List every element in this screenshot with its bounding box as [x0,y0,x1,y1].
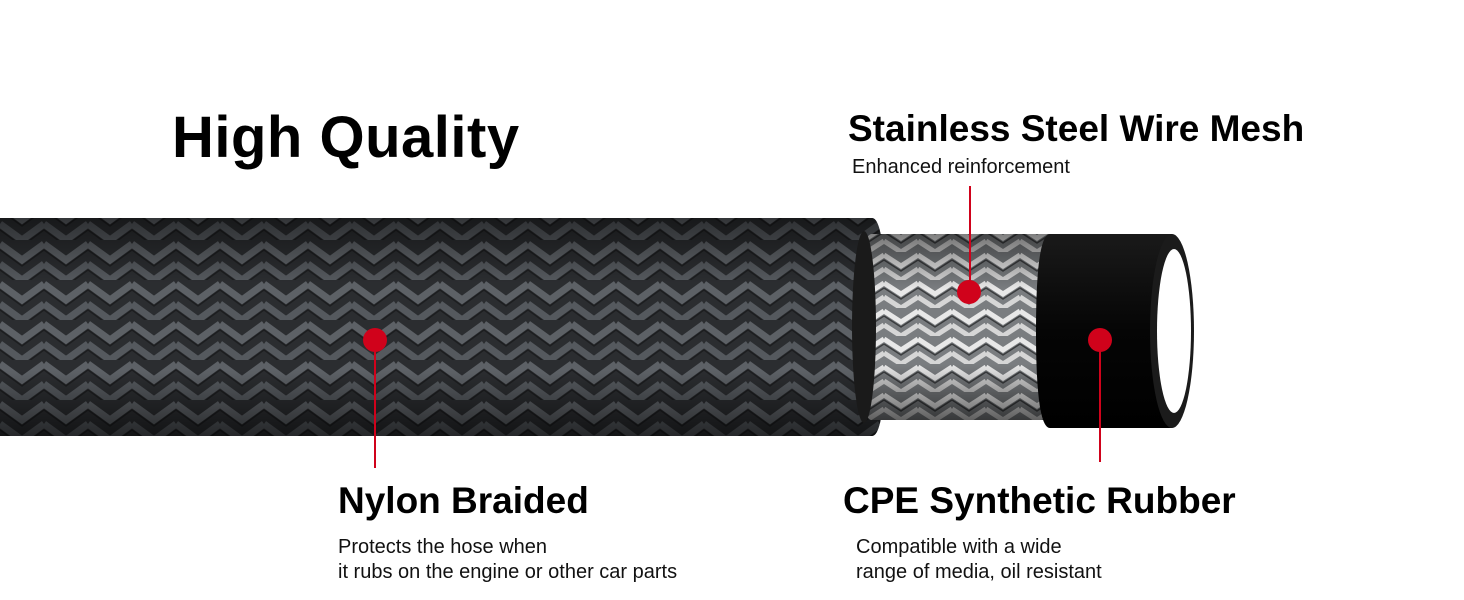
rubber-description-line-1: Compatible with a wide [856,536,1062,558]
rubber-description: Compatible with a wide range of media, o… [856,535,1102,585]
steel-mesh-layer [852,231,1060,423]
mesh-title: Stainless Steel Wire Mesh [848,108,1305,149]
rubber-title: CPE Synthetic Rubber [843,480,1236,521]
rubber-description-line-2: range of media, oil resistant [856,561,1102,583]
rubber-marker [1088,328,1112,462]
nylon-description-line-1: Protects the hose when [338,536,548,558]
nylon-braid-layer [0,218,886,436]
rubber-tube-layer [1036,234,1194,428]
nylon-title: Nylon Braided [338,480,589,521]
mesh-description: Enhanced reinforcement [852,156,1070,178]
nylon-marker [363,328,387,468]
nylon-description: Protects the hose when it rubs on the en… [338,535,677,585]
mesh-marker [957,186,981,304]
nylon-description-line-2: it rubs on the engine or other car parts [338,561,678,583]
page-title: High Quality [172,105,520,170]
